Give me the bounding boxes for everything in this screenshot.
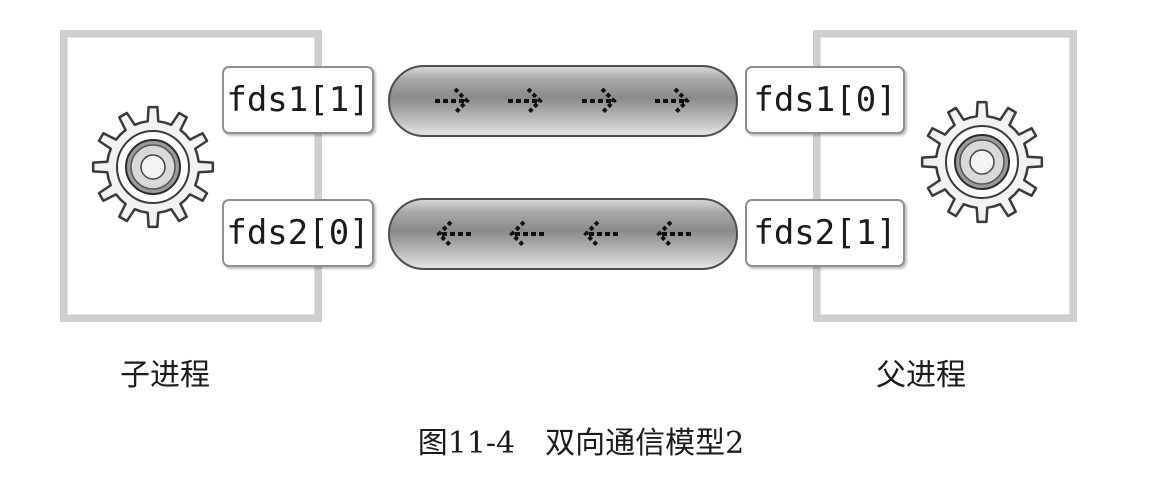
arrow-right-icon [434,87,470,115]
figure-caption: 图11-4 双向通信模型2 [417,426,745,461]
parent-read-fd-label: fds1[0] [745,66,905,134]
gear-icon [920,100,1044,224]
arrow-left-icon [435,220,471,248]
child-process-label: 子进程 [120,358,210,393]
child-read-fd-label: fds2[0] [222,199,374,267]
arrow-right-icon [655,87,691,115]
arrow-left-icon [582,220,618,248]
arrow-right-icon [508,87,544,115]
parent-write-fd-label: fds2[1] [745,199,905,267]
pipe-child-to-parent [388,65,738,137]
arrow-left-icon [656,220,692,248]
gear-icon [91,105,215,229]
child-write-fd-label: fds1[1] [222,66,374,134]
arrow-right-icon [581,87,617,115]
arrow-left-icon [509,220,545,248]
pipe-parent-to-child [388,198,738,270]
parent-process-label: 父进程 [876,358,966,393]
